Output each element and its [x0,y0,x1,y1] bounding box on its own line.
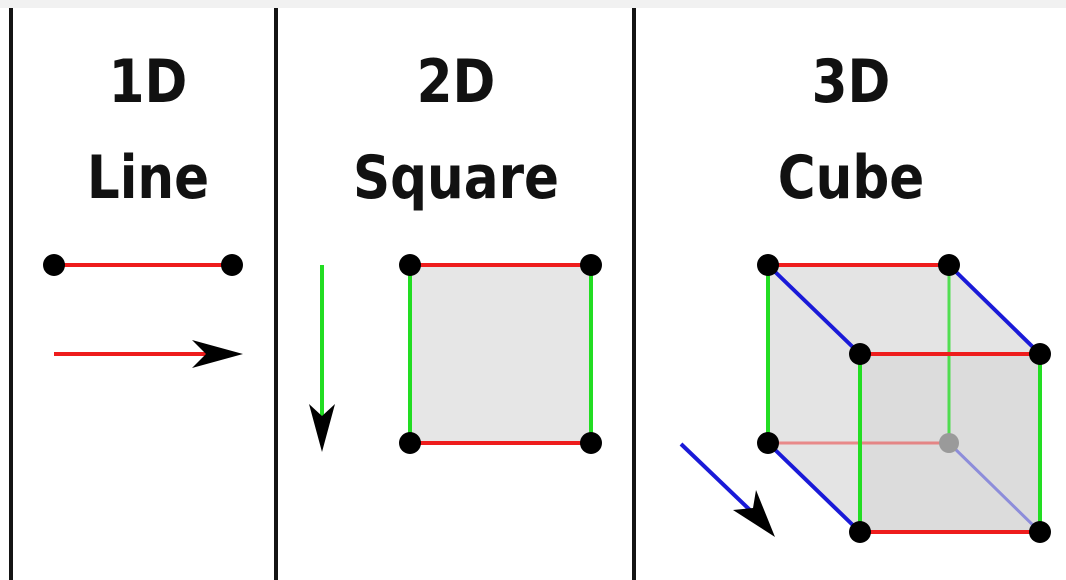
line-vertex-right [221,254,243,276]
square-vertex [399,254,421,276]
square-face [410,265,591,443]
cube-hidden-vertex [939,433,959,453]
cube-edge [766,263,862,356]
panel-2d-dimension-label: 2D [416,47,496,117]
cube-hidden-edge [947,441,1042,534]
cube-vertex [1029,521,1051,543]
diagonal-arrow-icon [679,442,775,537]
cube-edge [766,441,862,534]
square-figure [399,254,602,454]
divider-2d-3d [632,8,636,580]
right-arrow-icon [54,340,243,368]
divider-1d-2d [274,8,278,580]
square-vertex [580,254,602,276]
panel-3d-shape-label: Cube [777,143,925,213]
cube-vertex [757,254,779,276]
left-border [9,8,13,580]
down-arrow-icon [309,265,335,452]
cube-vertex [938,254,960,276]
panel-1d-dimension-label: 1D [108,47,188,117]
cube-figure [757,254,1051,543]
panel-1d-shape-label: Line [86,143,210,213]
panel-3d-dimension-label: 3D [811,47,891,117]
line-vertex-left [43,254,65,276]
line-figure [43,254,243,276]
square-vertex [399,432,421,454]
cube-vertex [849,343,871,365]
square-vertex [580,432,602,454]
cube-vertex [757,432,779,454]
cube-vertex [849,521,871,543]
panel-2d-shape-label: Square [352,143,560,213]
cube-vertex [1029,343,1051,365]
top-strip [0,0,1066,8]
cube-edge [947,263,1042,356]
